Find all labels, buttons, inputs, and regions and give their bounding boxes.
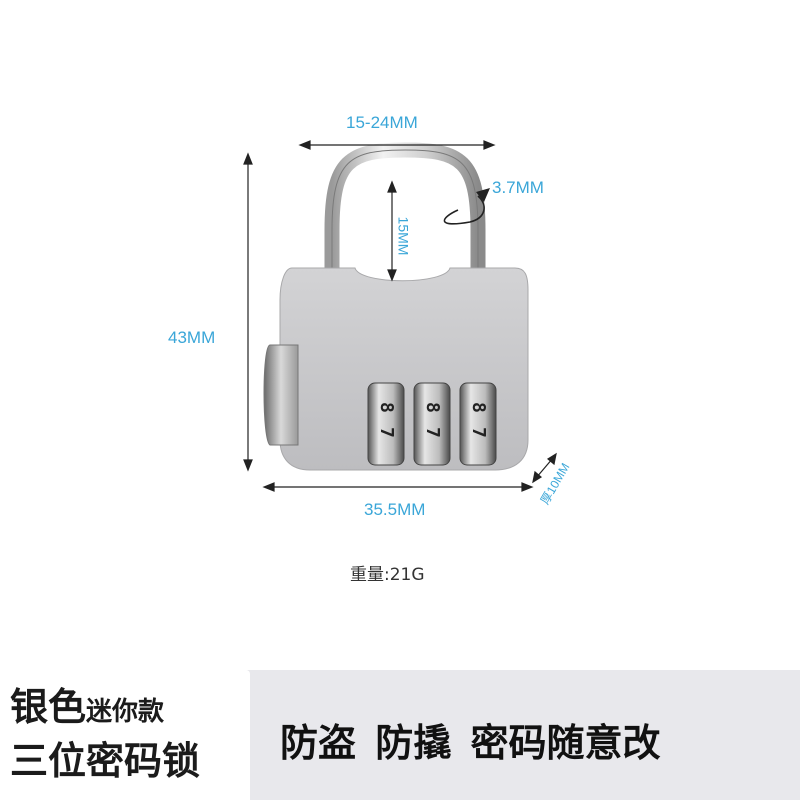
wheel-1-digit-b: 7 [376,427,397,438]
total-height-label: 43MM [168,328,216,347]
product-badge [0,670,250,800]
badge-lock-type: 三位密码锁 [10,739,201,783]
side-cap [263,344,299,446]
wheel-2-digit-a: 8 [422,402,443,413]
wire-thickness-label: 3.7MM [492,178,544,197]
arrow-wire-thickness [443,195,485,225]
wheel-3[interactable] [459,382,497,466]
body-width-label: 35.5MM [364,500,426,519]
slogan: 防盗 防撬 密码随意改 [280,721,661,765]
wheel-2[interactable] [413,382,451,466]
badge-line-1: 银色迷你款 [10,676,164,731]
wheel-2-digit-b: 7 [422,427,443,438]
wheel-1-digit-a: 8 [376,402,397,413]
badge-variant: 迷你款 [86,697,165,727]
shackle-height-label: 15MM [395,216,412,256]
wheel-3-digit-b: 7 [468,427,489,438]
wheel-3-digit-a: 8 [468,402,489,413]
shackle-width-label: 15-24MM [346,113,418,132]
weight-label: 重量:21G [350,565,425,585]
wheel-1[interactable] [367,382,405,466]
badge-color-name: 银色 [10,685,87,729]
